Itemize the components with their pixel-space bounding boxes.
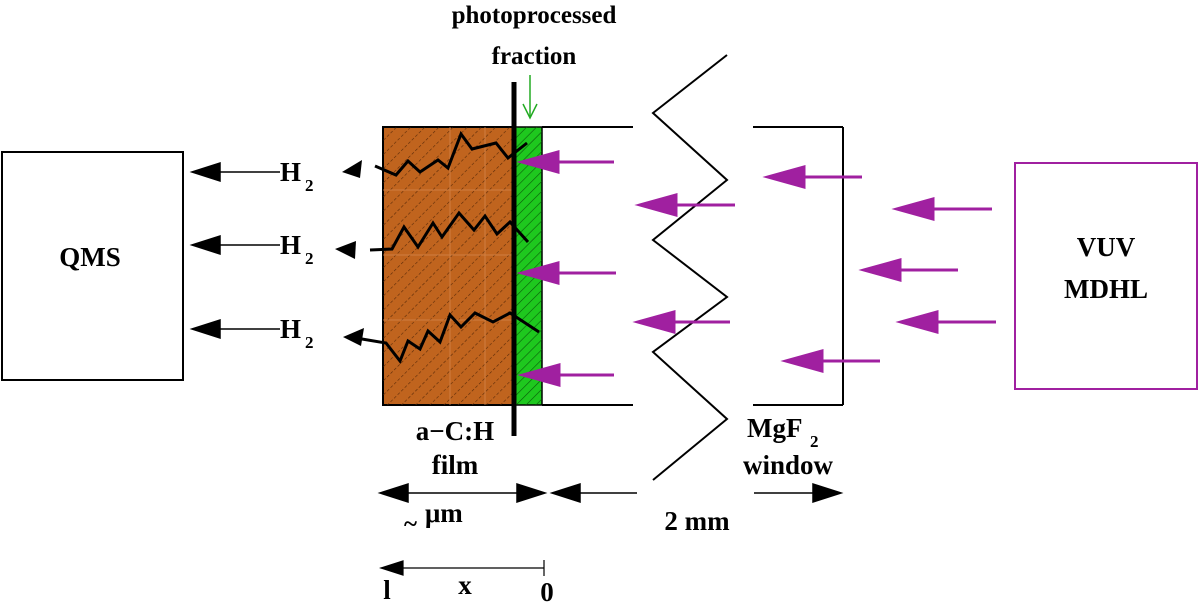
vuv-photon-arrows (516, 150, 996, 387)
vuv-label: VUV (1077, 232, 1136, 262)
h2-path-bottom (355, 311, 540, 364)
svg-text:MgF: MgF (747, 413, 802, 443)
distance-scale-arrow (549, 482, 844, 504)
h2-path-middle (369, 210, 530, 252)
photoprocessed-hatching (515, 127, 542, 405)
h2-path-bottom-head (343, 328, 364, 346)
micron-tilde: ~ (404, 511, 417, 538)
vuv-mdhl-box (1014, 162, 1198, 390)
svg-text:2: 2 (305, 249, 314, 268)
svg-text:2: 2 (810, 432, 819, 451)
h2-label-top: H 2 (280, 157, 314, 195)
green-pointer-head (522, 103, 538, 120)
film-label-line2: film (432, 450, 479, 480)
distance-label: 2 mm (664, 506, 730, 536)
zigzag-break (651, 54, 729, 481)
svg-text:H: H (280, 314, 301, 344)
axis-l-label: l (383, 575, 391, 604)
photoprocessed-label: photoprocessed (452, 2, 617, 29)
qms-box (1, 151, 184, 381)
axis-zero-label: 0 (540, 577, 554, 604)
film-label-line1: a−C:H (416, 416, 494, 446)
window-label-line1: MgF 2 (747, 413, 819, 451)
h2-label-bottom: H 2 (280, 314, 314, 352)
h2-path-top-head (342, 160, 362, 178)
micron-scale-arrow (377, 482, 548, 504)
fraction-label: fraction (492, 43, 577, 70)
h2-label-middle: H 2 (280, 230, 314, 268)
h2-path-middle-head (335, 241, 356, 259)
window-label-line2: window (743, 450, 834, 480)
svg-text:H: H (280, 230, 301, 260)
h2-path-top (374, 130, 528, 177)
mdhl-label: MDHL (1064, 274, 1148, 304)
axis-x-label: x (458, 570, 472, 600)
h2-arrows (189, 161, 280, 340)
x-axis-arrow (379, 560, 545, 576)
qms-label: QMS (59, 242, 121, 272)
svg-text:2: 2 (305, 333, 314, 352)
svg-text:2: 2 (305, 176, 314, 195)
micron-label: μm (425, 498, 463, 528)
svg-text:H: H (280, 157, 301, 187)
film-hatching (383, 127, 515, 405)
